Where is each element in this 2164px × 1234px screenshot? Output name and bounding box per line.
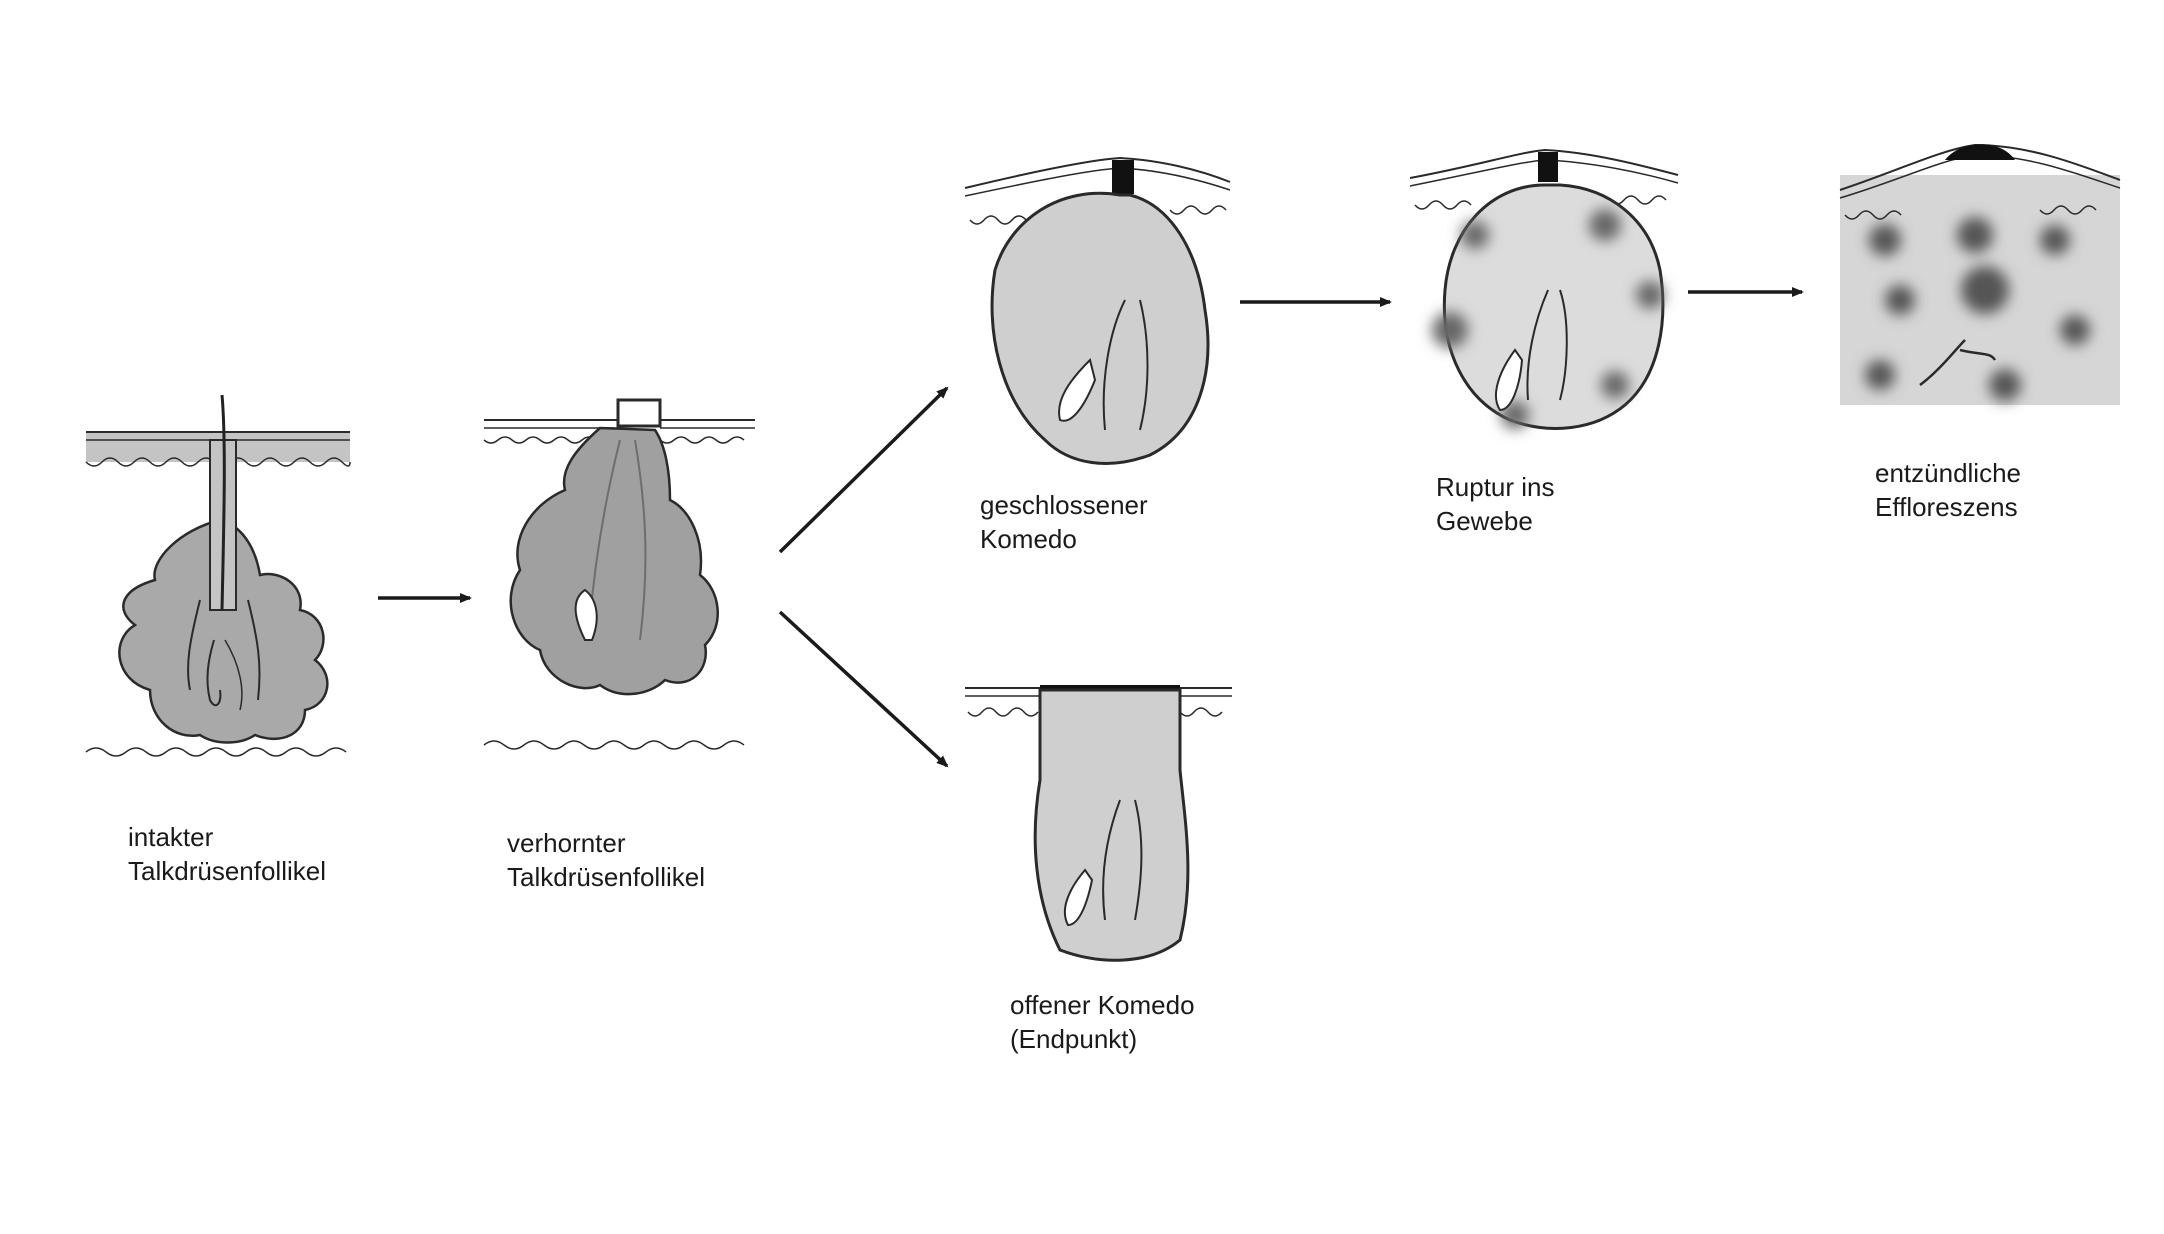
inflammatory-lesion-illustration: [1839, 143, 2121, 405]
label-inflammatory-line2: Effloreszens: [1875, 492, 2018, 522]
label-intact-line1: intakter: [128, 822, 214, 852]
intact-follicle-illustration: [85, 394, 351, 757]
label-rupture-line1: Ruptur ins: [1436, 472, 1555, 502]
label-inflammatory-line1: entzündliche: [1875, 458, 2021, 488]
label-open-line2: (Endpunkt): [1010, 1024, 1138, 1054]
label-rupture-line2: Gewebe: [1436, 506, 1533, 536]
label-inflammatory: entzündliche Effloreszens: [1875, 456, 2021, 524]
label-intact-follicle: intakter Talkdrüsenfollikel: [128, 820, 326, 888]
label-rupture: Ruptur ins Gewebe: [1436, 470, 1555, 538]
label-closed-line2: Komedo: [980, 524, 1077, 554]
label-open-line1: offener Komedo: [1010, 990, 1195, 1020]
rupture-illustration: [1409, 148, 1679, 430]
open-comedo-illustration: [965, 685, 1232, 962]
arrow-keratinized-to-closed: [778, 386, 949, 554]
arrow-keratinized-to-open: [778, 610, 949, 768]
label-keratinized-line2: Talkdrüsenfollikel: [507, 862, 705, 892]
label-keratinized-follicle: verhornter Talkdrüsenfollikel: [507, 826, 705, 894]
label-open-comedo: offener Komedo (Endpunkt): [1010, 988, 1195, 1056]
label-closed-comedo: geschlossener Komedo: [980, 488, 1148, 556]
label-intact-line2: Talkdrüsenfollikel: [128, 856, 326, 886]
closed-comedo-illustration: [964, 156, 1231, 465]
keratinized-follicle-illustration: [483, 398, 755, 750]
label-closed-line1: geschlossener: [980, 490, 1148, 520]
label-keratinized-line1: verhornter: [507, 828, 626, 858]
